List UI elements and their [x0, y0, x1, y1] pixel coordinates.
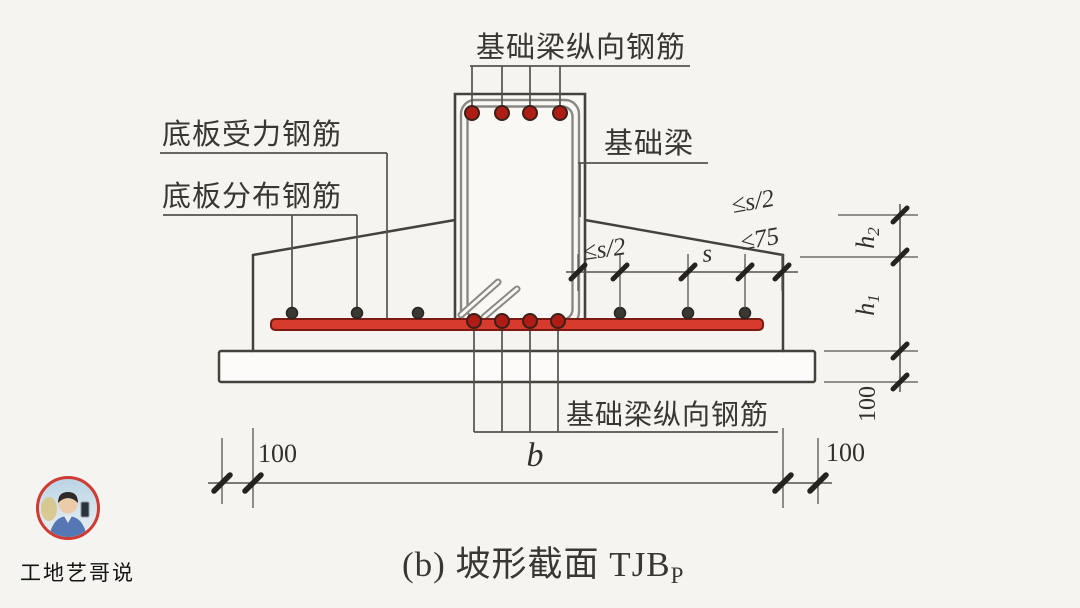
- beam-label-leader: [578, 162, 708, 217]
- dimension-ticks: [890, 205, 910, 392]
- left-slope-line: [251, 218, 457, 257]
- avatar-person-icon: [41, 492, 90, 537]
- beam-bottom-bar-dot: [466, 313, 482, 329]
- distribution-dot: [681, 306, 695, 320]
- slab-distribution-rebar-dots: [285, 306, 752, 320]
- beam-bottom-bar-dot: [494, 313, 510, 329]
- slab-main-rebar-bar: [270, 318, 764, 331]
- distribution-dot: [613, 306, 627, 320]
- dim-cushion-thickness: 100: [855, 386, 881, 422]
- beam-top-bar-dot: [494, 105, 510, 121]
- right-slope-line: [583, 218, 785, 257]
- dim-h1: h1: [851, 294, 883, 316]
- slab-distribution-leader: [163, 214, 358, 307]
- beam-bottom-bar-dot: [550, 313, 566, 329]
- distribution-dot: [350, 306, 364, 320]
- label-slab-distribution-rebar: 底板分布钢筋: [162, 180, 342, 213]
- beam-top-bar-dot: [464, 105, 480, 121]
- beam-top-bar-dot: [552, 105, 568, 121]
- dimension-ticks: [568, 262, 792, 282]
- dim-right-overhang: 100: [826, 438, 865, 467]
- height-dimension: [800, 204, 918, 392]
- spacing-dimension: [566, 254, 798, 308]
- dim-h2: h2: [851, 227, 883, 249]
- stirrup-hook: [457, 278, 521, 321]
- dimension-ticks: [211, 472, 829, 494]
- dim-spacing-half-upper: ≤s/2: [729, 185, 776, 219]
- cushion-layer: [217, 349, 817, 384]
- top-label-drops: [471, 66, 561, 107]
- label-beam-longitudinal-bottom: 基础梁纵向钢筋: [566, 399, 769, 431]
- distribution-dot: [738, 306, 752, 320]
- distribution-dot: [411, 306, 425, 320]
- dim-spacing-s: s: [701, 240, 714, 268]
- dim-footing-width-b: b: [527, 437, 544, 474]
- watermark-avatar: [36, 476, 100, 540]
- beam-bottom-bar-dot: [522, 313, 538, 329]
- beam-outline: [453, 92, 587, 330]
- distribution-dot: [285, 306, 299, 320]
- label-beam-longitudinal-top: 基础梁纵向钢筋: [476, 31, 686, 64]
- beam-longitudinal-rebar-dots: [464, 105, 568, 329]
- leader-lines: [160, 65, 778, 433]
- bottom-label-leader: [473, 330, 778, 433]
- watermark-name: 工地艺哥说: [20, 562, 135, 585]
- figure-caption: (b) 坡形截面 TJBP: [402, 545, 684, 588]
- dim-spacing-max-edge: ≤75: [738, 223, 781, 256]
- label-foundation-beam: 基础梁: [604, 127, 694, 160]
- beam-top-bar-dot: [522, 105, 538, 121]
- dim-spacing-half-lower: ≤s/2: [581, 233, 627, 266]
- width-dimension: [208, 428, 832, 508]
- label-slab-main-rebar: 底板受力钢筋: [162, 118, 342, 151]
- dim-left-overhang: 100: [258, 439, 297, 468]
- slab-main-leader: [160, 152, 388, 318]
